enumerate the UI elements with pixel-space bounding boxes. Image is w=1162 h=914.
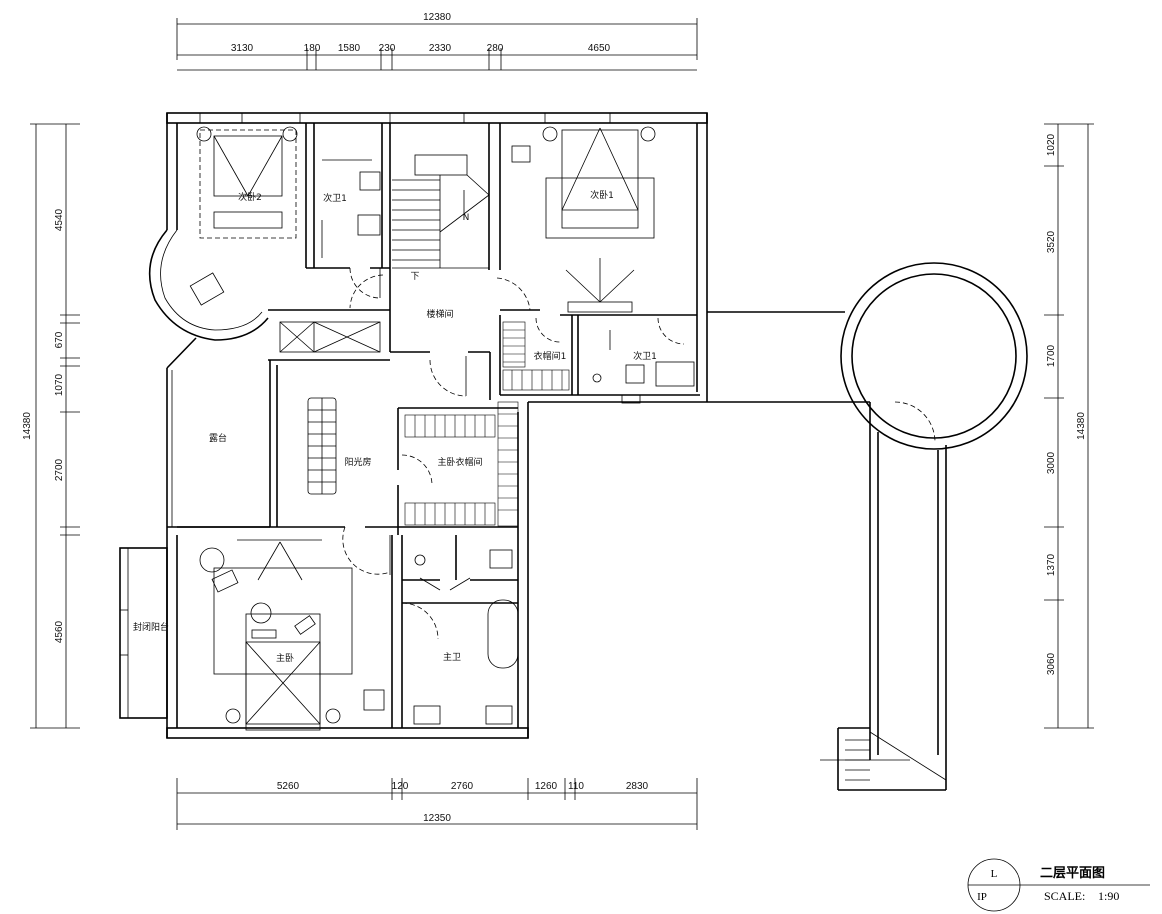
- title-badge-top: L: [991, 868, 998, 880]
- right-dimension-4: 3000: [1046, 451, 1057, 474]
- bedroom2-furniture: [189, 126, 298, 306]
- master-bath-fixtures: [413, 549, 519, 725]
- right-dimension-1: 1020: [1046, 133, 1057, 156]
- left-dimension-4: 2700: [54, 458, 65, 481]
- interior-walls: [177, 123, 700, 728]
- external-circular-terrace: [707, 262, 1028, 791]
- top-dimension-7: 4650: [588, 43, 611, 54]
- left-dimension-2: 670: [54, 331, 65, 348]
- room-label-master-bath: 主卫: [443, 651, 461, 663]
- door-swings: [342, 267, 936, 640]
- room-label-terrace: 露台: [209, 432, 227, 444]
- room-label-closet1: 衣帽间1: [534, 350, 567, 362]
- right-dimension-5: 1370: [1046, 553, 1057, 576]
- sunroom-sofa: [307, 397, 337, 495]
- closet1-racks: [502, 321, 570, 391]
- bath-right-fixtures: [592, 330, 695, 404]
- room-label-bath-right: 次卫1: [633, 350, 657, 362]
- scale-value: 1:90: [1098, 889, 1119, 903]
- room-label-enclosed-balcony: 封闭阳台: [133, 621, 169, 633]
- stair-up-label: N: [463, 213, 470, 223]
- top-dimension-6: 280: [487, 43, 504, 54]
- left-dimension-5: 4560: [54, 620, 65, 643]
- bottom-dimension-6: 2830: [626, 781, 649, 792]
- room-label-master-closet: 主卧衣帽间: [437, 456, 482, 468]
- right-dimension-lines: [1044, 123, 1094, 729]
- bedroom2-wardrobe: [279, 321, 381, 353]
- drawing-title: 二层平面图: [1040, 866, 1105, 881]
- bottom-dimension-lines: [176, 778, 698, 830]
- top-dimension-4: 230: [379, 43, 396, 54]
- top-dimension-lines: [176, 18, 698, 71]
- bottom-total-dimension: 12350: [423, 813, 451, 824]
- left-total-dimension: 14380: [22, 412, 33, 440]
- top-dimension-1: 3130: [231, 43, 254, 54]
- exterior-walls: [148, 112, 708, 739]
- bottom-dimension-3: 2760: [451, 781, 474, 792]
- bedroom1-furniture: [511, 126, 656, 313]
- scale-label: SCALE:: [1044, 889, 1085, 903]
- staircase: [392, 154, 490, 269]
- left-dimension-1: 4540: [54, 208, 65, 231]
- room-label-master-bedroom: 主卧: [276, 652, 294, 664]
- room-label-sunroom: 阳光房: [344, 456, 371, 468]
- right-dimension-6: 3060: [1046, 652, 1057, 675]
- master-closet-racks: [404, 401, 519, 527]
- bath-left-fixtures: [321, 159, 381, 258]
- bottom-dimension-5: 110: [568, 781, 584, 792]
- bottom-dimension-4: 1260: [535, 781, 558, 792]
- bottom-dimension-1: 5260: [277, 781, 300, 792]
- right-dimension-2: 3520: [1046, 230, 1057, 253]
- top-dimension-5: 2330: [429, 43, 452, 54]
- master-bedroom-furniture: [199, 539, 385, 731]
- room-label-bedroom2: 次卧2: [238, 191, 262, 203]
- left-dimension-3: 1070: [54, 373, 65, 396]
- right-total-dimension: 14380: [1076, 412, 1087, 440]
- top-dimension-2: 180: [304, 43, 321, 54]
- title-badge-bottom: IP: [977, 891, 987, 903]
- left-dimension-lines: [30, 123, 80, 729]
- bottom-dimension-2: 120: [392, 781, 409, 792]
- stair-down-label: 下: [410, 272, 419, 282]
- room-label-bedroom1: 次卧1: [590, 189, 614, 201]
- enclosed-balcony-outline: [119, 547, 168, 719]
- right-dimension-3: 1700: [1046, 344, 1057, 367]
- title-block: [967, 858, 1150, 912]
- top-total-dimension: 12380: [423, 12, 451, 23]
- room-label-stairwell: 楼梯间: [426, 308, 453, 320]
- top-dimension-3: 1580: [338, 43, 361, 54]
- room-label-bath-left: 次卫1: [323, 192, 347, 204]
